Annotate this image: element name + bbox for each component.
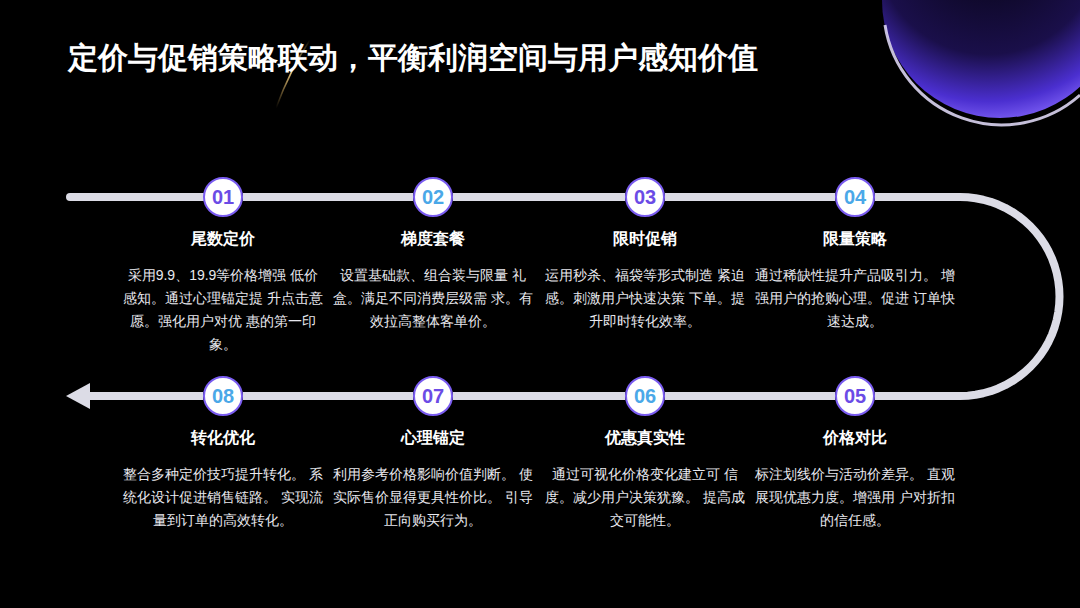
step-node: 03 限时促销运用秒杀、福袋等形式制造 紧迫感。刺激用户快速决策 下单。提升即时转… [538,177,752,333]
step-number: 03 [625,177,665,217]
step-body: 整合多种定价技巧提升转化。 系统化设计促进销售链路。 实现流量到订单的高效转化。 [123,463,323,532]
step-body: 通过稀缺性提升产品吸引力。 增强用户的抢购心理。促进 订单快速达成。 [755,264,955,333]
step-number: 06 [625,376,665,416]
step-heading: 心理锚定 [401,428,465,449]
step-body: 标注划线价与活动价差异。 直观展现优惠力度。增强用 户对折扣的信任感。 [755,463,955,532]
step-number: 05 [835,376,875,416]
track-connector [453,392,625,400]
step-node: 06 优惠真实性通过可视化价格变化建立可 信度。减少用户决策犹豫。 提高成交可能性… [538,376,752,532]
orb-disc [882,0,1080,118]
step-number: 02 [413,177,453,217]
step-node: 02 梯度套餐设置基础款、组合装与限量 礼盒。满足不同消费层级需 求。有效拉高整体… [326,177,540,333]
step-heading: 转化优化 [191,428,255,449]
step-body: 采用9.9、19.9等价格增强 低价感知。通过心理锚定提 升点击意愿。强化用户对… [123,264,323,356]
orb [882,0,1080,125]
step-number: 07 [413,376,453,416]
step-number: 01 [203,177,243,217]
step-body: 通过可视化价格变化建立可 信度。减少用户决策犹豫。 提高成交可能性。 [545,463,745,532]
step-node: 05 价格对比标注划线价与活动价差异。 直观展现优惠力度。增强用 户对折扣的信任感… [748,376,962,532]
step-heading: 限量策略 [823,229,887,250]
track-connector [243,193,413,201]
step-heading: 限时促销 [613,229,677,250]
step-body: 利用参考价格影响价值判断。 使实际售价显得更具性价比。 引导正向购买行为。 [333,463,533,532]
step-node: 07 心理锚定利用参考价格影响价值判断。 使实际售价显得更具性价比。 引导正向购买… [326,376,540,532]
step-body: 运用秒杀、福袋等形式制造 紧迫感。刺激用户快速决策 下单。提升即时转化效率。 [545,264,745,333]
step-heading: 梯度套餐 [401,229,465,250]
step-node: 04 限量策略通过稀缺性提升产品吸引力。 增强用户的抢购心理。促进 订单快速达成。 [748,177,962,333]
track-connector [453,193,625,201]
track-connector [665,193,835,201]
track-start [70,193,203,201]
track-arrowhead [66,383,90,409]
slide-title: 定价与促销策略联动，平衡利润空间与用户感知价值 [68,38,758,79]
step-number: 08 [203,376,243,416]
step-heading: 价格对比 [823,428,887,449]
step-heading: 尾数定价 [191,229,255,250]
step-node: 08 转化优化整合多种定价技巧提升转化。 系统化设计促进销售链路。 实现流量到订单… [116,376,330,532]
track-connector [665,392,835,400]
track-end [84,392,203,400]
step-heading: 优惠真实性 [605,428,685,449]
step-number: 04 [835,177,875,217]
step-body: 设置基础款、组合装与限量 礼盒。满足不同消费层级需 求。有效拉高整体客单价。 [333,264,533,333]
track-connector [243,392,413,400]
orb-rim [885,25,1080,125]
step-node: 01 尾数定价采用9.9、19.9等价格增强 低价感知。通过心理锚定提 升点击意愿… [116,177,330,356]
